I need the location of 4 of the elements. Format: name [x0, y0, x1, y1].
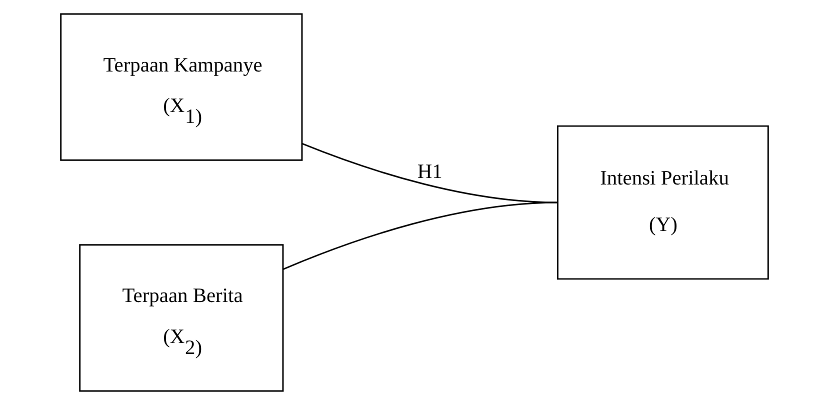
connector: [282, 202, 558, 270]
connector: [301, 142, 558, 204]
node-box: Intensi Perilaku (Y): [556, 125, 768, 280]
edge-label: H1: [416, 160, 442, 183]
